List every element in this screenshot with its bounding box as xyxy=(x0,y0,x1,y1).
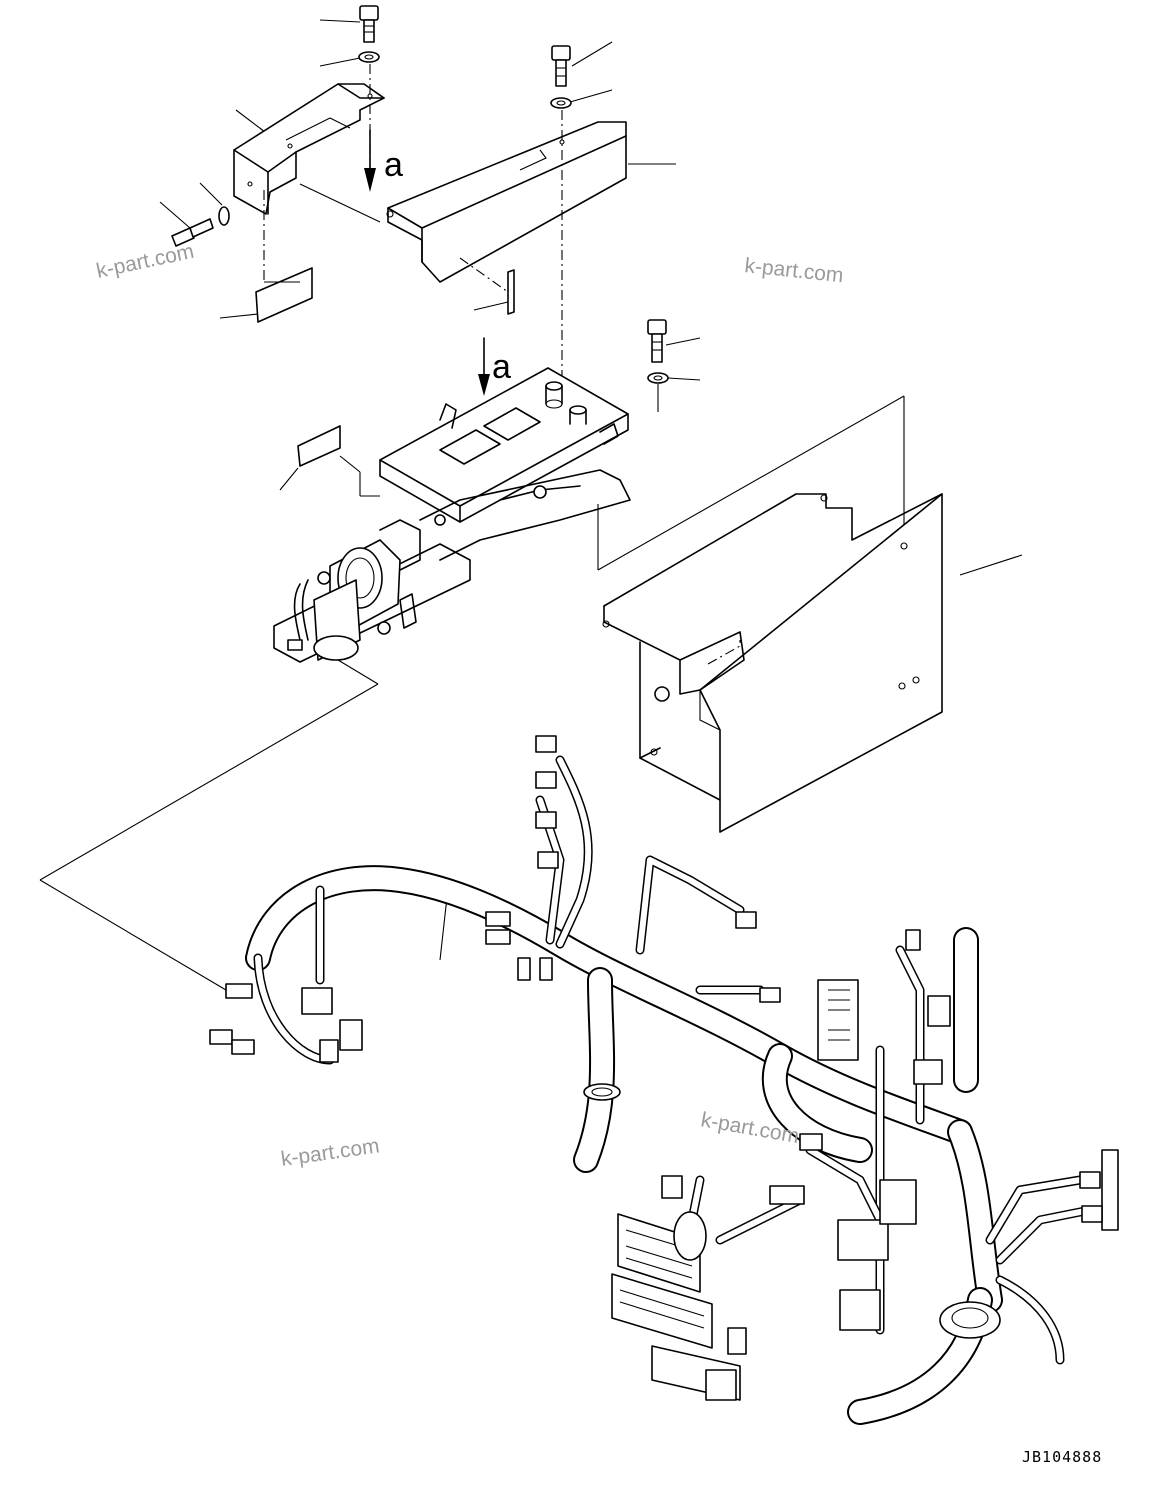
grommet-right xyxy=(939,1301,1001,1339)
mounting-frame xyxy=(273,367,631,663)
washer-side xyxy=(218,206,230,226)
view-label-upper: a xyxy=(384,146,403,184)
drawing-code: JB104888 xyxy=(1022,1448,1102,1466)
watermark-3: k-part.com xyxy=(279,1134,380,1171)
cover-long xyxy=(386,121,627,283)
cover-plate-large xyxy=(602,493,943,833)
bolt-mid-right xyxy=(647,319,667,363)
view-label-lower: a xyxy=(492,348,511,386)
washer-top-right xyxy=(550,97,572,109)
washer-mid-right xyxy=(647,372,669,384)
leader-lines xyxy=(159,19,1023,961)
fuse-block xyxy=(611,1175,747,1401)
bolt-top-right xyxy=(551,45,571,87)
watermark-2: k-part.com xyxy=(743,254,844,287)
bolt-top-left xyxy=(359,5,379,43)
motor xyxy=(287,539,401,661)
decal-mid xyxy=(297,425,341,467)
watermark-1: k-part.com xyxy=(94,240,196,283)
view-arrow-upper: a xyxy=(364,129,403,192)
view-arrow-lower: a xyxy=(478,337,511,396)
decal-strip xyxy=(507,269,515,315)
bolt-side xyxy=(171,218,214,247)
grommet-left xyxy=(583,1083,621,1101)
washer-top-left xyxy=(358,51,380,63)
harness-connectors xyxy=(209,735,1119,1331)
wiring-harness xyxy=(245,755,1095,1425)
cover-bracket-small xyxy=(233,83,385,215)
